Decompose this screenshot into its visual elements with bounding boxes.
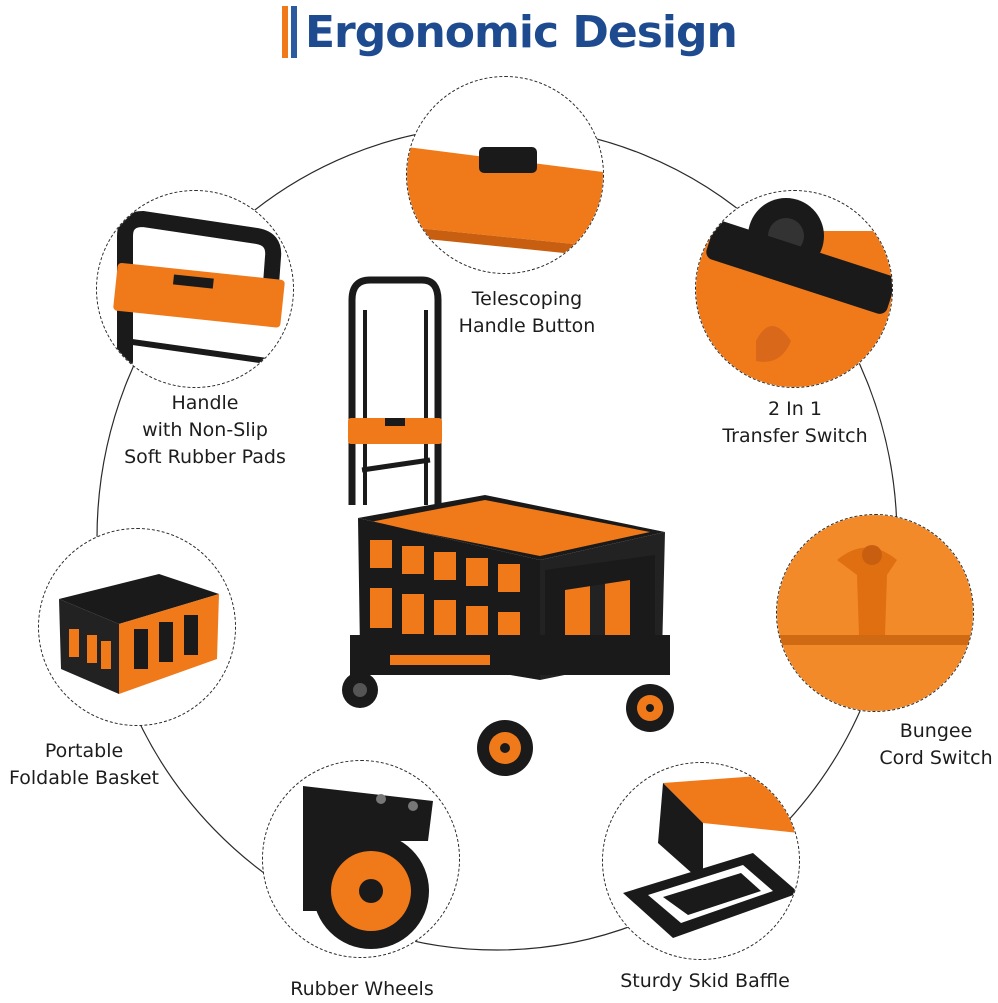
telescoping-detail-circle (406, 76, 604, 274)
cart-main-image (342, 276, 674, 776)
basket-label: Portable Foldable Basket (9, 740, 159, 789)
bungee-label: Bungee Cord Switch (879, 720, 993, 769)
title-text: Ergonomic Design (305, 6, 738, 58)
handle-label: Handle with Non-Slip Soft Rubber Pads (124, 392, 286, 468)
basket-detail-circle (38, 528, 236, 726)
transfer-detail-circle (695, 190, 893, 388)
title-accent-orange (282, 6, 288, 58)
wheels-label: Rubber Wheels (290, 978, 434, 1000)
page-title: Ergonomic Design (282, 2, 738, 62)
bungee-detail-circle (776, 514, 974, 712)
handle-detail-circle (96, 190, 294, 388)
transfer-label: 2 In 1 Transfer Switch (722, 398, 868, 447)
wheels-detail-circle (262, 760, 460, 958)
title-accent-blue (291, 6, 297, 58)
baffle-detail-circle (602, 762, 800, 960)
telescoping-label: Telescoping Handle Button (458, 288, 596, 337)
baffle-label: Sturdy Skid Baffle (620, 970, 790, 992)
